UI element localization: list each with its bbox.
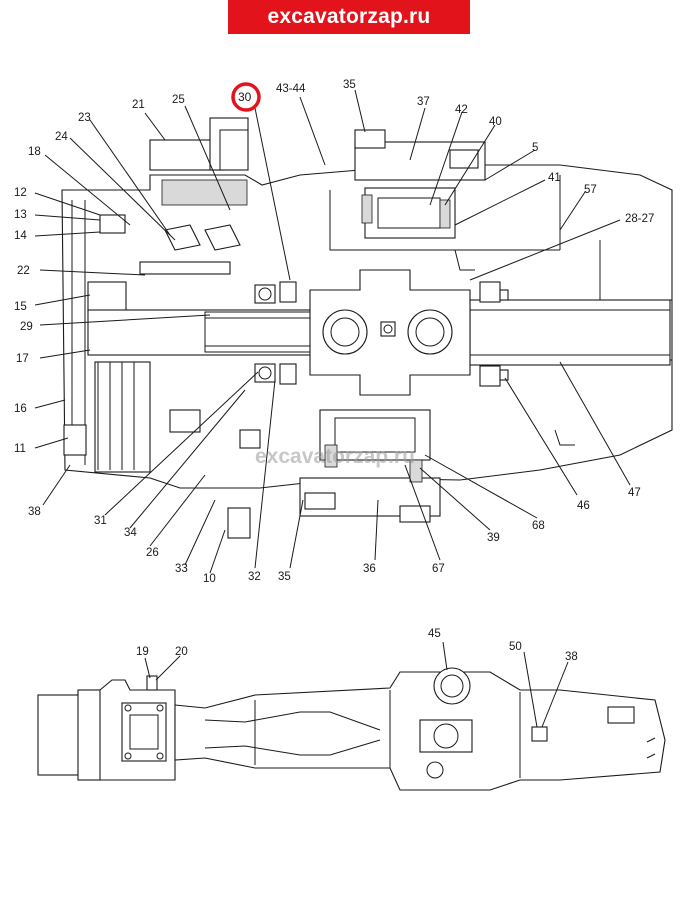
callout-16: 16 xyxy=(14,403,27,415)
seal-bearings xyxy=(254,281,509,387)
callout-38: 38 xyxy=(28,506,41,518)
callout-50: 50 xyxy=(509,641,522,653)
callout-43-44: 43-44 xyxy=(276,83,306,95)
callout-57: 57 xyxy=(584,184,597,196)
callout-39: 39 xyxy=(487,532,500,544)
callout-34: 34 xyxy=(124,527,137,539)
callout-5: 5 xyxy=(532,142,538,154)
site-banner: excavatorzap.ru xyxy=(228,0,470,34)
callout-26: 26 xyxy=(146,547,159,559)
planetary-gear-group xyxy=(63,117,261,539)
highlight-callout-30: 30 xyxy=(231,82,261,112)
callout-45: 45 xyxy=(428,628,441,640)
callout-19: 19 xyxy=(136,646,149,658)
callout-22: 22 xyxy=(17,265,30,277)
callout-25: 25 xyxy=(172,94,185,106)
callout-38-bottom: 38 xyxy=(565,651,578,663)
leader-lines-top xyxy=(34,89,631,574)
callout-42: 42 xyxy=(455,104,468,116)
watermark: excavatorzap.ru xyxy=(255,445,415,468)
callout-68: 68 xyxy=(532,520,545,532)
callout-29: 29 xyxy=(20,321,33,333)
leader-lines-bottom xyxy=(144,641,569,728)
callout-17: 17 xyxy=(16,353,29,365)
callout-23: 23 xyxy=(78,112,91,124)
callout-21: 21 xyxy=(132,99,145,111)
callout-47: 47 xyxy=(628,487,641,499)
callout-24: 24 xyxy=(55,131,68,143)
callout-11: 11 xyxy=(14,443,26,455)
callout-31: 31 xyxy=(94,515,107,527)
lower-bearing-block xyxy=(299,409,441,523)
callout-67: 67 xyxy=(432,563,445,575)
callout-10: 10 xyxy=(203,573,216,585)
callout-32: 32 xyxy=(248,571,261,583)
callout-12: 12 xyxy=(14,187,27,199)
callout-20: 20 xyxy=(175,646,188,658)
callout-13: 13 xyxy=(14,209,27,221)
callout-37: 37 xyxy=(417,96,430,108)
callout-15: 15 xyxy=(14,301,27,313)
callout-41: 41 xyxy=(548,172,561,184)
callout-35-lower: 35 xyxy=(278,571,291,583)
callout-33: 33 xyxy=(175,563,188,575)
callout-18: 18 xyxy=(28,146,41,158)
axle-side-view xyxy=(37,667,666,791)
callout-46: 46 xyxy=(577,500,590,512)
universal-joint xyxy=(309,269,471,396)
callout-35: 35 xyxy=(343,79,356,91)
callout-30: 30 xyxy=(238,90,252,104)
callout-28-27: 28-27 xyxy=(625,213,654,225)
callout-labels-top: 21 25 43-44 35 37 42 40 5 41 57 23 24 18… xyxy=(14,79,654,585)
callout-40: 40 xyxy=(489,116,502,128)
callout-14: 14 xyxy=(14,230,27,242)
callout-labels-bottom: 19 20 45 50 38 xyxy=(136,628,578,663)
callout-36: 36 xyxy=(363,563,376,575)
banner-title: excavatorzap.ru xyxy=(267,5,431,28)
upper-bearing-block xyxy=(354,129,486,239)
drive-shaft xyxy=(87,299,671,366)
